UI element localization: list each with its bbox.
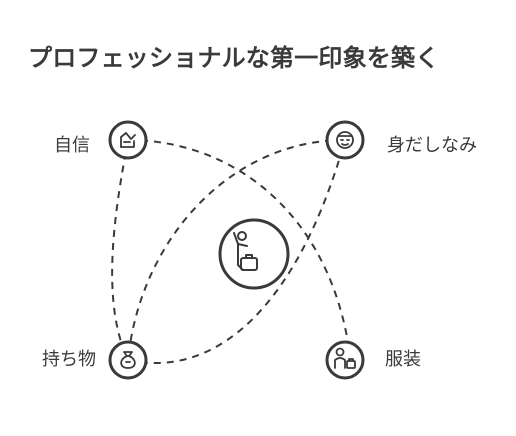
node-grooming [325,120,365,160]
money-bag-icon [120,351,136,369]
connector-curve-belongings-clothing [127,139,346,365]
connector-curve-grooming-belongings [127,139,346,361]
person-with-briefcase-icon [233,231,258,271]
face-icon [336,131,354,149]
diagram-title: プロフェッショナルな第一印象を築く [28,44,440,72]
business-attire-icon [334,347,356,369]
flexing-arm-icon [120,132,136,148]
node-label-belongings: 持ち物 [42,349,96,370]
node-label-grooming: 身だしなみ [387,135,477,156]
node-confidence [108,120,148,160]
node-clothing [325,340,365,380]
connector-curve-confidence-belongings [111,139,129,361]
center-node [218,218,290,290]
node-belongings [108,340,148,380]
node-label-confidence: 自信 [54,135,90,156]
connector-curve-confidence-clothing [127,139,351,356]
node-label-clothing: 服装 [385,349,421,370]
